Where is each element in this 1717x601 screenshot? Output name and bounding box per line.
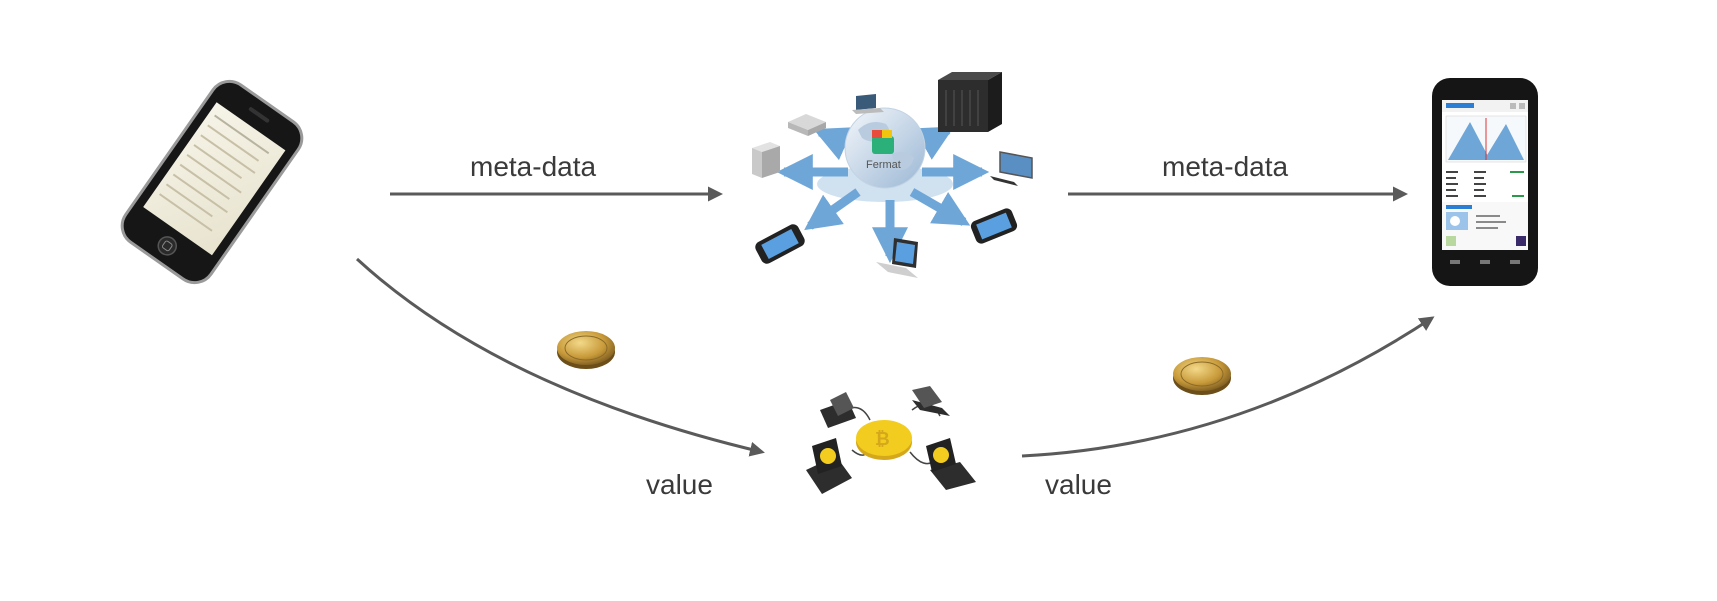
arrow-value-right — [1021, 316, 1435, 458]
android-phone-icon — [1432, 78, 1538, 286]
desktop-tower-icon — [752, 142, 780, 178]
globe-network-icon: Fermat — [752, 72, 1033, 278]
bitcoin-network-icon: ₿ — [806, 386, 976, 494]
iphone-icon — [120, 79, 304, 285]
laptop-top-icon — [852, 94, 884, 114]
desktop-monitor-icon — [990, 151, 1033, 186]
label-value-left: value — [646, 469, 713, 500]
label-meta-data-right: meta-data — [1162, 151, 1288, 182]
label-meta-data-left: meta-data — [470, 151, 596, 182]
server-icon — [938, 72, 1002, 132]
smartphone-right-icon — [970, 208, 1018, 244]
bitcoin-coin-icon — [1173, 357, 1231, 395]
laptop-bottom-icon — [876, 238, 918, 278]
fermat-label: Fermat — [866, 159, 901, 171]
router-icon — [788, 114, 826, 136]
svg-text:₿: ₿ — [875, 429, 890, 450]
bitcoin-coin-icon — [557, 331, 615, 369]
smartphone-left-icon — [755, 224, 805, 264]
label-value-right: value — [1045, 469, 1112, 500]
arrow-value-left — [355, 257, 765, 457]
